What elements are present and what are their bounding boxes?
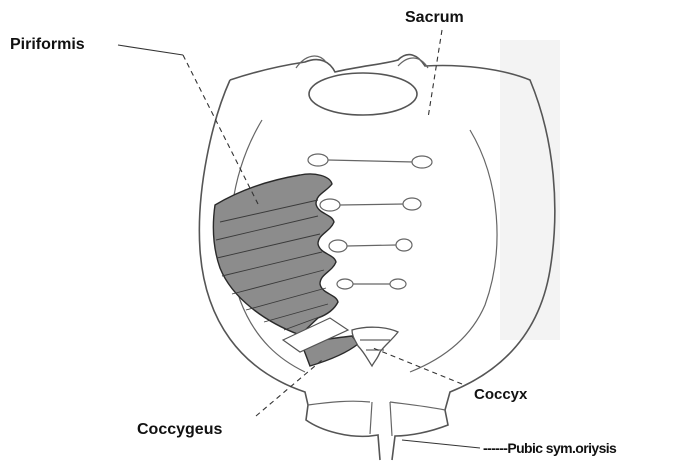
- label-coccygeus: Coccygeus: [137, 421, 222, 438]
- coccyx-bone: [352, 327, 398, 366]
- piriformis-leader-dashed: [183, 55, 258, 204]
- sacrum-leader: [428, 30, 442, 118]
- sacral-promontory: [309, 73, 417, 115]
- piriformis-leader-solid: [118, 45, 183, 55]
- label-sacrum: Sacrum: [405, 9, 464, 26]
- pubic-symphysis-leader: [402, 440, 480, 448]
- label-pubic-symphysis: ------Pubic sym.oriysis: [483, 440, 617, 456]
- sacral-ala-right: [398, 58, 428, 68]
- sacral-ala-left: [296, 56, 326, 68]
- coccygeus-leader: [256, 360, 322, 416]
- background-shading: [500, 40, 560, 340]
- label-coccyx: Coccyx: [474, 386, 528, 403]
- label-piriformis: Piriformis: [10, 36, 85, 53]
- coccyx-leader: [373, 348, 462, 384]
